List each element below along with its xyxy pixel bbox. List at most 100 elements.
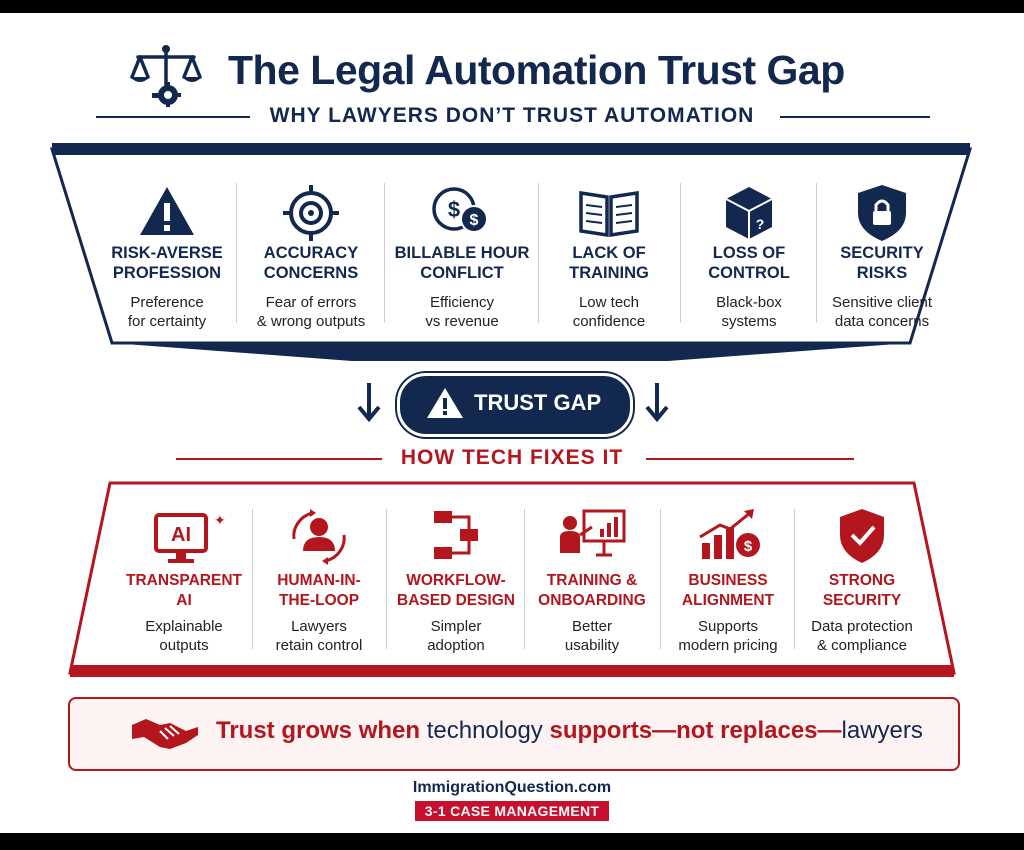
barrier-heading: CONFLICT <box>420 264 504 282</box>
tagline: Trust grows when technology supports—not… <box>216 717 923 745</box>
fix-heading: TRAINING & <box>546 572 638 589</box>
fix-description: modern pricing <box>678 637 778 654</box>
divider <box>236 183 237 323</box>
fix-description: Lawyers <box>291 618 347 635</box>
divider <box>524 509 525 649</box>
barrier-description: Black-box <box>716 294 782 311</box>
barrier-heading: LOSS OF <box>712 244 786 262</box>
svg-text:$: $ <box>448 197 460 222</box>
handshake-icon <box>132 719 198 749</box>
divider <box>538 183 539 323</box>
shield-check-icon <box>840 509 884 563</box>
divider <box>816 183 817 323</box>
fix-description: Data protection <box>811 618 913 635</box>
svg-text:$: $ <box>744 538 753 555</box>
human-loop-icon <box>292 509 346 565</box>
fix-business-alignment: $ BUSINESS ALIGNMENT Supports modern prici… <box>664 479 792 669</box>
barrier-description: vs revenue <box>425 313 499 330</box>
tagline-part: technology <box>426 717 543 744</box>
fix-heading: BASED DESIGN <box>397 592 515 609</box>
fix-heading: THE-LOOP <box>278 592 360 609</box>
warning-icon <box>427 388 463 418</box>
fix-transparent-ai: AI ✦ TRANSPARENT AI Explainable outputs <box>118 479 250 669</box>
fix-heading: ALIGNMENT <box>681 592 775 609</box>
fix-description: Explainable <box>145 618 223 635</box>
shield-lock-icon <box>858 185 906 241</box>
fix-heading: TRANSPARENT <box>126 572 242 589</box>
divider <box>386 509 387 649</box>
barrier-heading: LACK OF <box>572 244 646 262</box>
scales-gear-icon <box>130 45 202 107</box>
barrier-heading: PROFESSION <box>112 264 222 282</box>
fix-heading: SECURITY <box>822 592 902 609</box>
fixes-title-row: HOW TECH FIXES IT <box>0 443 1024 475</box>
svg-text:$: $ <box>470 212 479 229</box>
divider <box>794 509 795 649</box>
svg-text:✦: ✦ <box>214 512 226 528</box>
barrier-heading: CONTROL <box>708 264 790 282</box>
fix-heading: WORKFLOW- <box>406 572 506 589</box>
barrier-billable-hour: $ $ BILLABLE HOUR CONFLICT Efficiency vs r… <box>388 143 536 343</box>
arrow-down-icon <box>645 383 669 423</box>
trust-gap-badge: TRUST GAP <box>397 373 633 437</box>
trust-gap-label: TRUST GAP <box>474 390 602 415</box>
fix-human-in-the-loop: HUMAN-IN- THE-LOOP Lawyers retain control <box>254 479 384 669</box>
fix-description: Better <box>571 618 613 635</box>
subtitle-rule-right <box>780 116 930 118</box>
training-icon <box>560 509 626 557</box>
barrier-description: systems <box>721 313 777 330</box>
trust-gap-row: TRUST GAP <box>0 373 1024 437</box>
book-icon <box>579 190 639 238</box>
barrier-heading: RISKS <box>856 264 908 282</box>
site-name: ImmigrationQuestion.com <box>412 779 612 796</box>
fixes-rule-left <box>176 458 382 460</box>
case-management-badge: 3-1 CASE MANAGEMENT <box>414 801 610 821</box>
barrier-heading: RISK-AVERSE <box>111 244 223 262</box>
warning-icon <box>140 187 194 235</box>
workflow-icon <box>434 511 478 559</box>
title-row: The Legal Automation Trust Gap <box>0 43 1024 107</box>
fixes-title: HOW TECH FIXES IT <box>400 446 624 469</box>
barrier-loss-of-control: ? LOSS OF CONTROL Black-box systems <box>684 143 814 343</box>
barrier-heading: ACCURACY <box>263 244 359 262</box>
barrier-heading: BILLABLE HOUR <box>394 244 530 262</box>
fix-description: outputs <box>159 637 209 654</box>
ai-monitor-icon: AI ✦ <box>154 512 226 563</box>
barrier-description: Fear of errors <box>265 294 357 311</box>
black-box-icon: ? <box>725 187 773 239</box>
barrier-description: Low tech <box>578 294 640 311</box>
fix-description: & compliance <box>816 637 908 654</box>
barrier-heading: TRAINING <box>569 264 649 282</box>
fix-description: retain control <box>275 637 363 654</box>
fixes-rule-right <box>646 458 854 460</box>
dollar-icon: $ $ <box>432 187 488 233</box>
fix-heading: HUMAN-IN- <box>277 572 361 589</box>
divider <box>384 183 385 323</box>
arrow-down-icon <box>357 383 381 423</box>
barrier-description: Efficiency <box>430 294 494 311</box>
fix-heading: AI <box>176 592 192 609</box>
subtitle-row: WHY LAWYERS DON’T TRUST AUTOMATION <box>0 101 1024 133</box>
fix-description: Simpler <box>430 618 482 635</box>
barrier-heading: SECURITY <box>840 244 924 262</box>
fix-description: Supports <box>697 618 759 635</box>
subtitle-rule-left <box>96 116 250 118</box>
fix-heading: BUSINESS <box>688 572 768 589</box>
barrier-description: Sensitive client <box>831 294 933 311</box>
tagline-part: Trust grows when <box>216 717 421 744</box>
page-title: The Legal Automation Trust Gap <box>228 47 845 93</box>
divider <box>660 509 661 649</box>
divider <box>252 509 253 649</box>
svg-text:?: ? <box>756 216 765 232</box>
barrier-description: & wrong outputs <box>256 313 366 330</box>
target-icon <box>283 185 339 241</box>
tagline-banner: Trust grows when technology supports—not… <box>68 697 960 771</box>
growth-icon: $ <box>699 509 760 559</box>
